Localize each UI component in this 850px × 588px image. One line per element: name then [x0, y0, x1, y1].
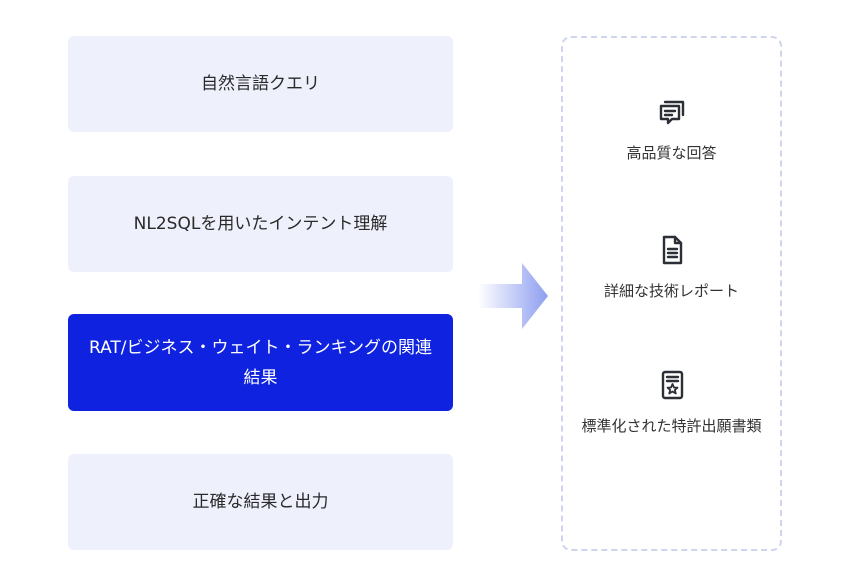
step-accurate-output: 正確な結果と出力 [68, 454, 453, 550]
output-label: 高品質な回答 [626, 144, 717, 162]
output-label: 標準化された特許出願書類 [581, 417, 762, 435]
output-label: 詳細な技術レポート [603, 282, 739, 300]
certificate-icon [661, 370, 683, 400]
step-label: 自然言語クエリ [201, 74, 320, 94]
step-label: RAT/ビジネス・ウェイト・ランキングの関連結果 [88, 337, 433, 388]
output-panel: 高品質な回答 詳細な技術レポート 標準化された特許出願書類 [561, 36, 782, 551]
document-icon [662, 235, 682, 265]
step-relevant-results: RAT/ビジネス・ウェイト・ランキングの関連結果 [68, 314, 453, 411]
step-natural-language-query: 自然言語クエリ [68, 36, 453, 132]
step-label: NL2SQLを用いたインテント理解 [133, 214, 388, 234]
step-intent-understanding: NL2SQLを用いたインテント理解 [68, 176, 453, 272]
output-high-quality-answer: 高品質な回答 [563, 96, 780, 167]
output-technical-report: 詳細な技術レポート [563, 234, 780, 305]
output-patent-documents: 標準化された特許出願書類 [563, 369, 780, 440]
arrow-right-icon [478, 263, 548, 329]
chat-bubbles-icon [659, 100, 684, 125]
step-label: 正確な結果と出力 [192, 492, 329, 512]
